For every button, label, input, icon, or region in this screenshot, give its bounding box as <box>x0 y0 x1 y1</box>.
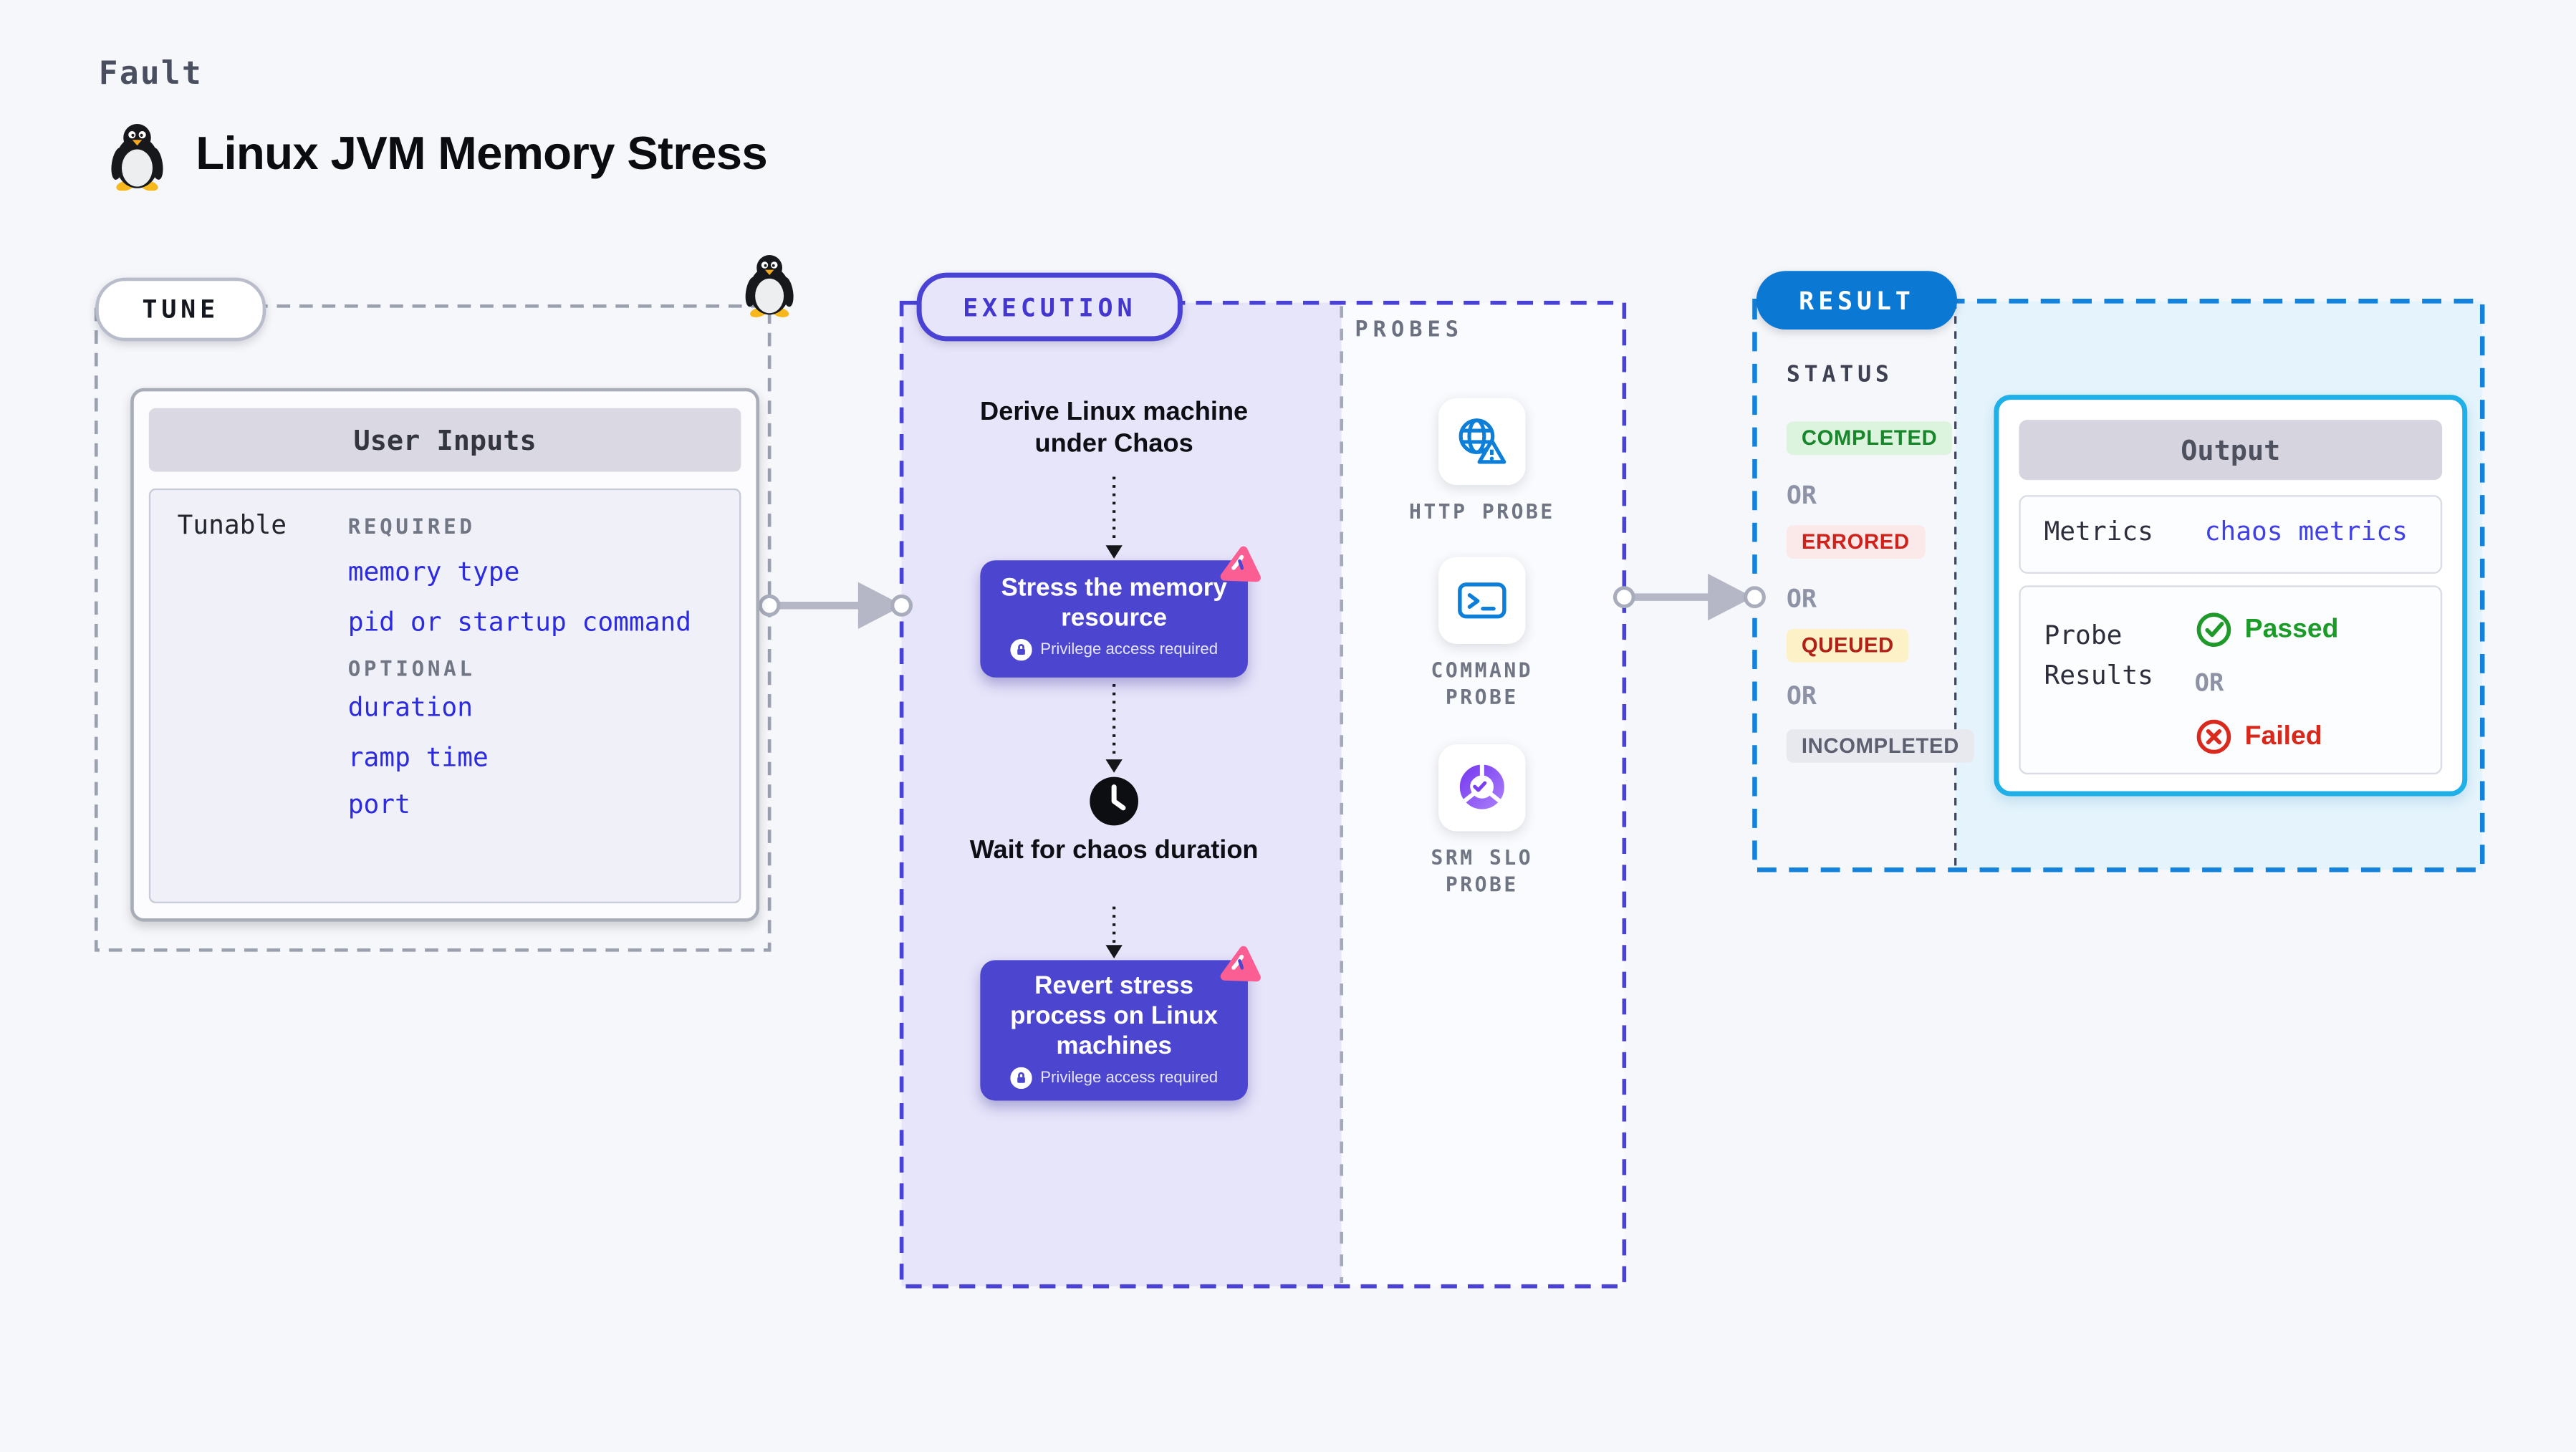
check-circle-icon <box>2196 612 2231 647</box>
stress-memory-label: Stress the memory resource <box>1001 573 1227 633</box>
param-link-port[interactable]: port <box>347 789 410 820</box>
execution-to-result-arrow <box>1613 573 1766 621</box>
status-badge-incompleted: INCOMPLETED <box>1786 729 1975 763</box>
result-section-pill: RESULT <box>1756 271 1958 330</box>
x-circle-icon <box>2196 719 2231 754</box>
tune-to-execution-arrow <box>758 582 913 629</box>
clock-icon <box>1090 777 1139 826</box>
user-inputs-card: User Inputs Tunable REQUIRED memory type… <box>130 388 760 922</box>
status-or-separator: OR <box>1786 480 1817 511</box>
output-or-separator: OR <box>2194 670 2224 698</box>
status-label: STATUS <box>1786 361 1893 388</box>
fault-eyebrow: Fault <box>98 55 203 92</box>
result-dashed-box <box>1752 299 2485 872</box>
user-inputs-body: Tunable REQUIRED memory type pid or star… <box>148 488 741 903</box>
terminal-icon <box>1458 582 1506 619</box>
execution-dashed-box <box>899 300 1627 1289</box>
tune-dashed-box <box>94 304 772 952</box>
probe-card-srm-slo <box>1438 744 1526 832</box>
passed-label: Passed <box>2244 615 2339 643</box>
revert-stress-label: Revert stress process on Linux machines <box>1010 971 1219 1061</box>
lock-icon <box>1010 1067 1032 1090</box>
donut-check-icon <box>1459 764 1504 809</box>
status-badge-completed: COMPLETED <box>1786 421 1953 456</box>
status-badge-queued: QUEUED <box>1786 628 1909 663</box>
tux-penguin-icon <box>111 124 163 191</box>
privilege-note: Privilege access required <box>1040 640 1219 660</box>
probes-label: PROBES <box>1355 317 1464 343</box>
tune-section-pill: TUNE <box>95 277 266 342</box>
param-link-pid-or-startup-command[interactable]: pid or startup command <box>347 607 692 638</box>
lock-icon <box>1010 638 1032 661</box>
litmus-chaos-icon <box>1220 946 1261 982</box>
probe-label-srm-slo: SRM SLO PROBE <box>1431 846 1534 898</box>
output-box: Output Metrics chaos metrics Probe Resul… <box>1994 395 2468 797</box>
failed-label: Failed <box>2244 721 2322 751</box>
tux-penguin-corner-icon <box>745 254 794 317</box>
optional-label: OPTIONAL <box>347 655 476 681</box>
execution-flow-arrowheads <box>1105 545 1123 958</box>
wait-step-text: Wait for chaos duration <box>969 836 1259 865</box>
globe-warning-icon <box>1458 418 1506 464</box>
execution-section-pill: EXECUTION <box>916 272 1183 342</box>
probe-card-command <box>1438 557 1526 644</box>
page-title: Linux JVM Memory Stress <box>196 127 767 179</box>
param-link-duration[interactable]: duration <box>347 692 474 723</box>
status-or-separator: OR <box>1786 681 1817 711</box>
privilege-note: Privilege access required <box>1040 1069 1219 1087</box>
status-or-separator: OR <box>1786 583 1817 614</box>
status-badge-errored: ERRORED <box>1786 525 1925 559</box>
probe-results-row: Probe Results Passed OR Failed <box>2019 585 2443 775</box>
probe-result-failed: Failed <box>2195 718 2322 756</box>
litmus-chaos-icon <box>1220 546 1261 582</box>
metrics-row: Metrics chaos metrics <box>2019 495 2443 574</box>
param-link-memory-type[interactable]: memory type <box>347 557 520 587</box>
privilege-row: Privilege access required <box>980 638 1248 674</box>
probe-label-http: HTTP PROBE <box>1408 500 1555 524</box>
probe-card-http <box>1438 398 1526 486</box>
user-inputs-title: User Inputs <box>148 408 741 472</box>
metrics-label: Metrics <box>2044 516 2153 547</box>
probe-results-label: Probe Results <box>2044 620 2153 691</box>
required-label: REQUIRED <box>347 513 476 539</box>
derive-step-text: Derive Linux machine under Chaos <box>980 398 1249 458</box>
probe-result-passed: Passed <box>2195 610 2339 649</box>
output-title: Output <box>2019 420 2443 481</box>
param-link-ramp-time[interactable]: ramp time <box>347 742 489 773</box>
tunable-label: Tunable <box>177 510 287 541</box>
probe-label-command: COMMAND PROBE <box>1431 659 1534 710</box>
stress-memory-node: Stress the memory resource Privilege acc… <box>980 560 1248 678</box>
revert-stress-node: Revert stress process on Linux machines … <box>980 960 1248 1102</box>
privilege-row: Privilege access required <box>980 1067 1248 1102</box>
metrics-value-link[interactable]: chaos metrics <box>2204 516 2408 547</box>
